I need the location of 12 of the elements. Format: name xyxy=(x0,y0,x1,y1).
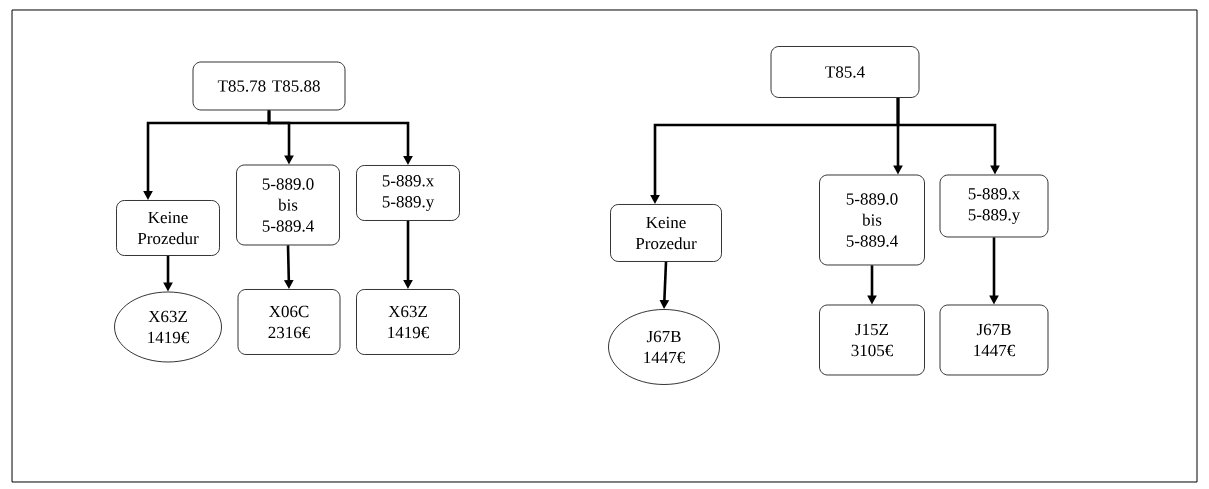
code-box: 5-889.0 bis 5-889.4 xyxy=(819,174,925,266)
code-box: 5-889.x 5-889.y xyxy=(939,174,1049,238)
code-box: X06C 2316€ xyxy=(237,289,341,355)
code-box: Keine Prozedur xyxy=(610,204,722,262)
code-box: 5-889.x 5-889.y xyxy=(356,165,460,221)
code-box: T85.78 T85.88 xyxy=(192,61,346,111)
code-box: J15Z 3105€ xyxy=(819,304,925,376)
code-box: X63Z 1419€ xyxy=(356,289,460,355)
code-box: Keine Prozedur xyxy=(116,200,220,256)
code-box: T85.4 xyxy=(770,46,920,98)
code-box: 5-889.0 bis 5-889.4 xyxy=(236,164,340,246)
code-box: J67B 1447€ xyxy=(939,304,1049,376)
